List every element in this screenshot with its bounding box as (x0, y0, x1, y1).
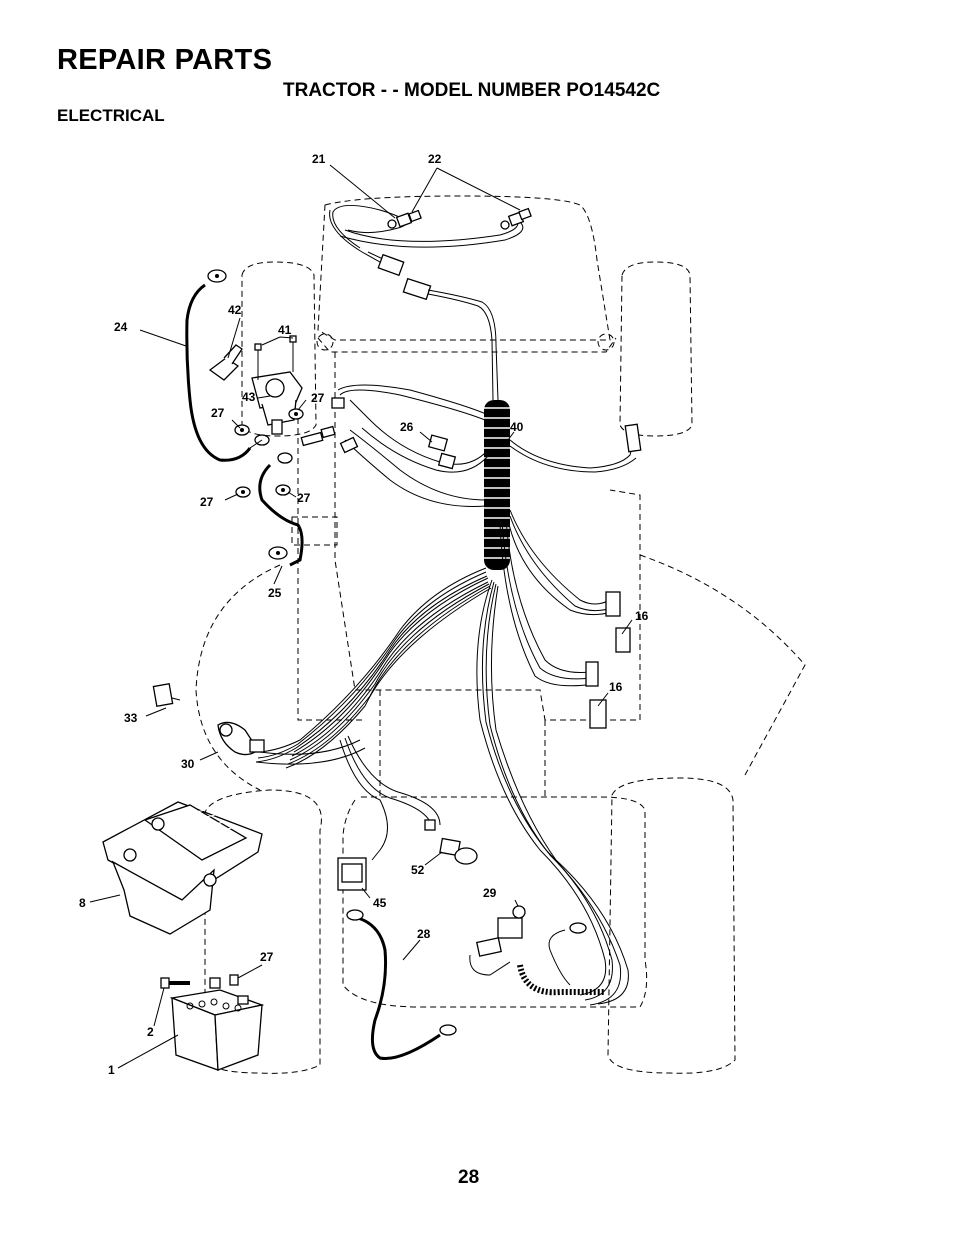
page-number: 28 (458, 1167, 480, 1188)
callout-41: 41 (278, 323, 292, 337)
callout-42: 42 (228, 303, 242, 317)
model-subtitle: TRACTOR - - MODEL NUMBER PO14542C (283, 80, 661, 101)
callout-45: 45 (373, 896, 387, 910)
page-title: REPAIR PARTS (57, 44, 273, 76)
battery-tray (102, 801, 263, 935)
callout-52: 52 (411, 863, 425, 877)
callout-43: 43 (242, 390, 256, 404)
callout-22: 22 (428, 152, 442, 166)
callout-26: 26 (400, 420, 414, 434)
components (152, 627, 631, 996)
callout-27-solenoid-right: 27 (311, 391, 325, 405)
callouts: 21 22 24 42 41 43 27 27 27 27 26 40 25 1… (79, 152, 649, 1077)
battery (160, 974, 265, 1071)
battery-cables (185, 269, 457, 1061)
callout-27-battery: 27 (260, 950, 274, 964)
callout-28: 28 (417, 927, 431, 941)
callout-16-lower: 16 (609, 680, 623, 694)
harness-loom (484, 400, 510, 570)
callout-16-upper: 16 (635, 609, 649, 623)
callout-40: 40 (510, 420, 524, 434)
callout-27-lower-left: 27 (200, 495, 214, 509)
tractor-outline (195, 195, 806, 1074)
callout-24: 24 (114, 320, 128, 334)
harness-branches (255, 384, 642, 1006)
leader-lines (89, 164, 633, 1069)
callout-2: 2 (147, 1025, 154, 1039)
callout-21: 21 (312, 152, 326, 166)
callout-27-solenoid-left: 27 (211, 406, 225, 420)
callout-29: 29 (483, 886, 497, 900)
callout-1: 1 (108, 1063, 115, 1077)
callout-33: 33 (124, 711, 138, 725)
callout-25: 25 (268, 586, 282, 600)
callout-8: 8 (79, 896, 86, 910)
callout-27-lower-right: 27 (297, 491, 311, 505)
headlight-harness (329, 205, 532, 401)
callout-30: 30 (181, 757, 195, 771)
section-title: ELECTRICAL (57, 106, 165, 125)
solenoid-assembly (208, 335, 359, 498)
